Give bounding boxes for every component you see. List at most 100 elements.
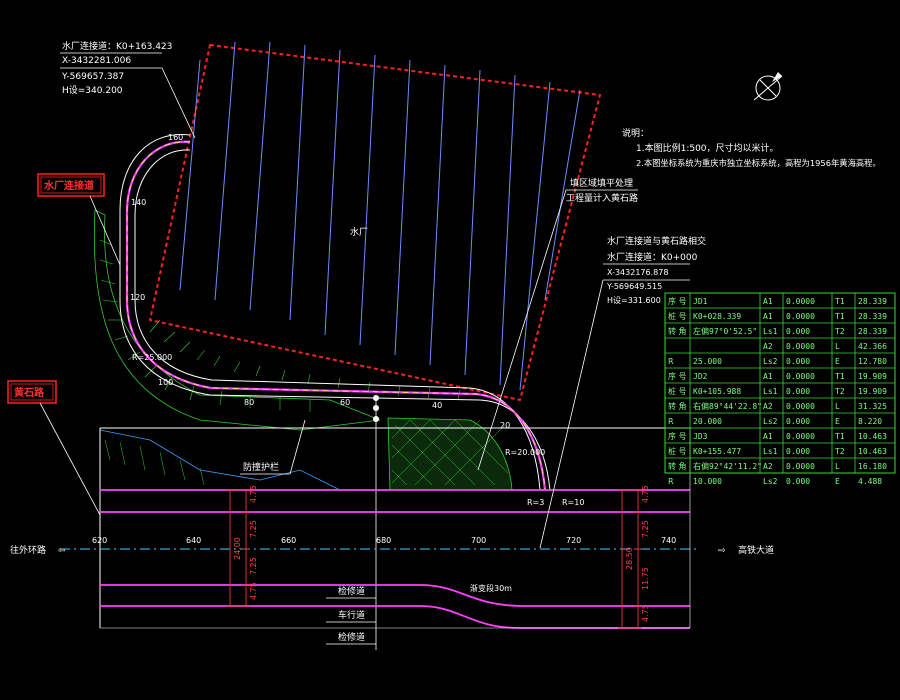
- station-700: 700: [471, 536, 486, 545]
- table-cell: 0.0000: [786, 312, 815, 321]
- table-cell: A1: [763, 312, 773, 321]
- table-cell: L: [835, 462, 840, 471]
- table-cell: T1: [835, 372, 845, 381]
- station-720: 720: [566, 536, 581, 545]
- table-cell: R: [668, 477, 674, 486]
- station-680: 680: [376, 536, 391, 545]
- table-cell: 转 角: [668, 401, 687, 411]
- table-cell: E: [835, 357, 840, 366]
- water-plant-site: 水厂: [148, 41, 602, 402]
- table-cell: JD1: [693, 297, 708, 306]
- connector-road-label: 水厂连接道: [43, 179, 94, 192]
- table-cell: 19.909: [858, 372, 887, 381]
- lower-slope-hatch: [104, 439, 205, 486]
- station-140: 140: [131, 198, 146, 207]
- main-road-south-lane-transition: [419, 584, 690, 607]
- curve-r1-label: R=25.000: [132, 353, 172, 362]
- callout-start: 水厂连接道：K0+163.423 X-3432281.006 Y-569657.…: [60, 40, 196, 139]
- connector-road-tag: 水厂连接道: [37, 173, 121, 266]
- connector-alignment: [126, 141, 546, 491]
- notes-line2: 2.本图坐标系统为重庆市独立坐标系统，高程为1956年黄海高程。: [636, 158, 881, 168]
- station-740: 740: [661, 536, 676, 545]
- curve-r4-label: R=10: [562, 498, 584, 507]
- callout-end-line1: 水厂连接道与黄石路相交: [607, 235, 706, 247]
- table-cell: 0.000: [786, 327, 810, 336]
- guardrail-label: 防撞护栏: [243, 461, 279, 473]
- table-cell: T1: [835, 312, 845, 321]
- dim-right-2: 7.25: [641, 520, 650, 538]
- station-80: 80: [244, 398, 254, 407]
- dim-left-1: 4.75: [249, 485, 258, 503]
- fill-note-line1: 填区域填平处理: [570, 177, 633, 189]
- station-640: 640: [186, 536, 201, 545]
- table-cell: 28.339: [858, 297, 887, 306]
- table-cell: 0.0000: [786, 297, 815, 306]
- table-cell: 20.000: [693, 417, 722, 426]
- table-cell: 0.0000: [786, 462, 815, 471]
- north-arrow-icon: [753, 72, 783, 101]
- station-40: 40: [432, 401, 442, 410]
- table-cell: 桩 号: [668, 311, 687, 321]
- table-cell: 转 角: [668, 326, 687, 336]
- table-cell: R: [668, 357, 674, 366]
- notes-block: 说明： 1.本图比例1:500，尺寸均以米计。 2.本图坐标系统为重庆市独立坐标…: [622, 127, 881, 168]
- table-cell: T2: [835, 387, 845, 396]
- station-160: 160: [168, 133, 183, 142]
- direction-east-label: 高铁大道: [738, 544, 774, 556]
- main-road: 620 640 660 680 700 720 740 往外环路 ⇦ ⇨ 高铁大…: [10, 427, 774, 645]
- table-cell: 0.000: [786, 417, 810, 426]
- table-cell: T1: [835, 297, 845, 306]
- table-cell: T2: [835, 447, 845, 456]
- station-120: 120: [130, 293, 145, 302]
- direction-west-arrow: ⇦: [58, 546, 66, 556]
- station-60: 60: [340, 398, 350, 407]
- table-cell: A2: [763, 462, 773, 471]
- embankment-hatch: [99, 239, 461, 412]
- table-cell: 序 号: [668, 431, 687, 441]
- table-cell: 0.000: [786, 357, 810, 366]
- table-cell: 右偏92°42'11.2": [693, 461, 762, 471]
- table-cell: 左偏97°0'52.5": [693, 326, 757, 336]
- station-100: 100: [158, 378, 173, 387]
- table-cell: A2: [763, 402, 773, 411]
- dimension-left: [226, 489, 250, 607]
- table-cell: E: [835, 417, 840, 426]
- table-cell: 16.180: [858, 462, 887, 471]
- table-cell: K0+155.477: [693, 447, 741, 456]
- table-cell: Ls1: [763, 387, 778, 396]
- dim-left-3: 7.25: [249, 557, 258, 575]
- dim-right-4: 4.75: [641, 604, 650, 622]
- station-20: 20: [500, 421, 510, 430]
- table-cell: 12.780: [858, 357, 887, 366]
- table-cell: 右偏89°44'22.8": [693, 401, 762, 411]
- dim-left-4: 4.75: [249, 582, 258, 600]
- table-cell: 0.000: [786, 477, 810, 486]
- table-cell: R: [668, 417, 674, 426]
- notes-title: 说明：: [622, 127, 649, 139]
- huangshi-road-label: 黄石路: [14, 386, 45, 399]
- table-cell: 桩 号: [668, 386, 687, 396]
- callout-start-line2: X-3432281.006: [62, 56, 131, 66]
- table-cell: 19.909: [858, 387, 887, 396]
- connector-edge-inner: [134, 149, 541, 491]
- table-cell: L: [835, 402, 840, 411]
- table-cell: K0+028.339: [693, 312, 741, 321]
- table-cell: A1: [763, 297, 773, 306]
- dim-right-total: 28.50: [625, 547, 634, 570]
- table-cell: JD3: [693, 432, 708, 441]
- fill-region-hatch: [391, 419, 509, 486]
- water-edge: [99, 429, 341, 491]
- direction-west-label: 往外环路: [10, 544, 46, 556]
- table-cell: 0.000: [786, 387, 810, 396]
- dim-left-2: 7.25: [249, 520, 258, 538]
- embankment-outline: [93, 209, 381, 431]
- connector-road: 160 140 120 100 80 60 40 20 R=25.000 R=2…: [93, 133, 584, 650]
- table-cell: A2: [763, 342, 773, 351]
- dim-right-3: 11.75: [641, 567, 650, 590]
- curve-r2-label: R=20.000: [505, 448, 545, 457]
- table-cell: Ls2: [763, 357, 778, 366]
- lane-label-traffic: 车行道: [338, 609, 365, 621]
- table-cell: 0.0000: [786, 432, 815, 441]
